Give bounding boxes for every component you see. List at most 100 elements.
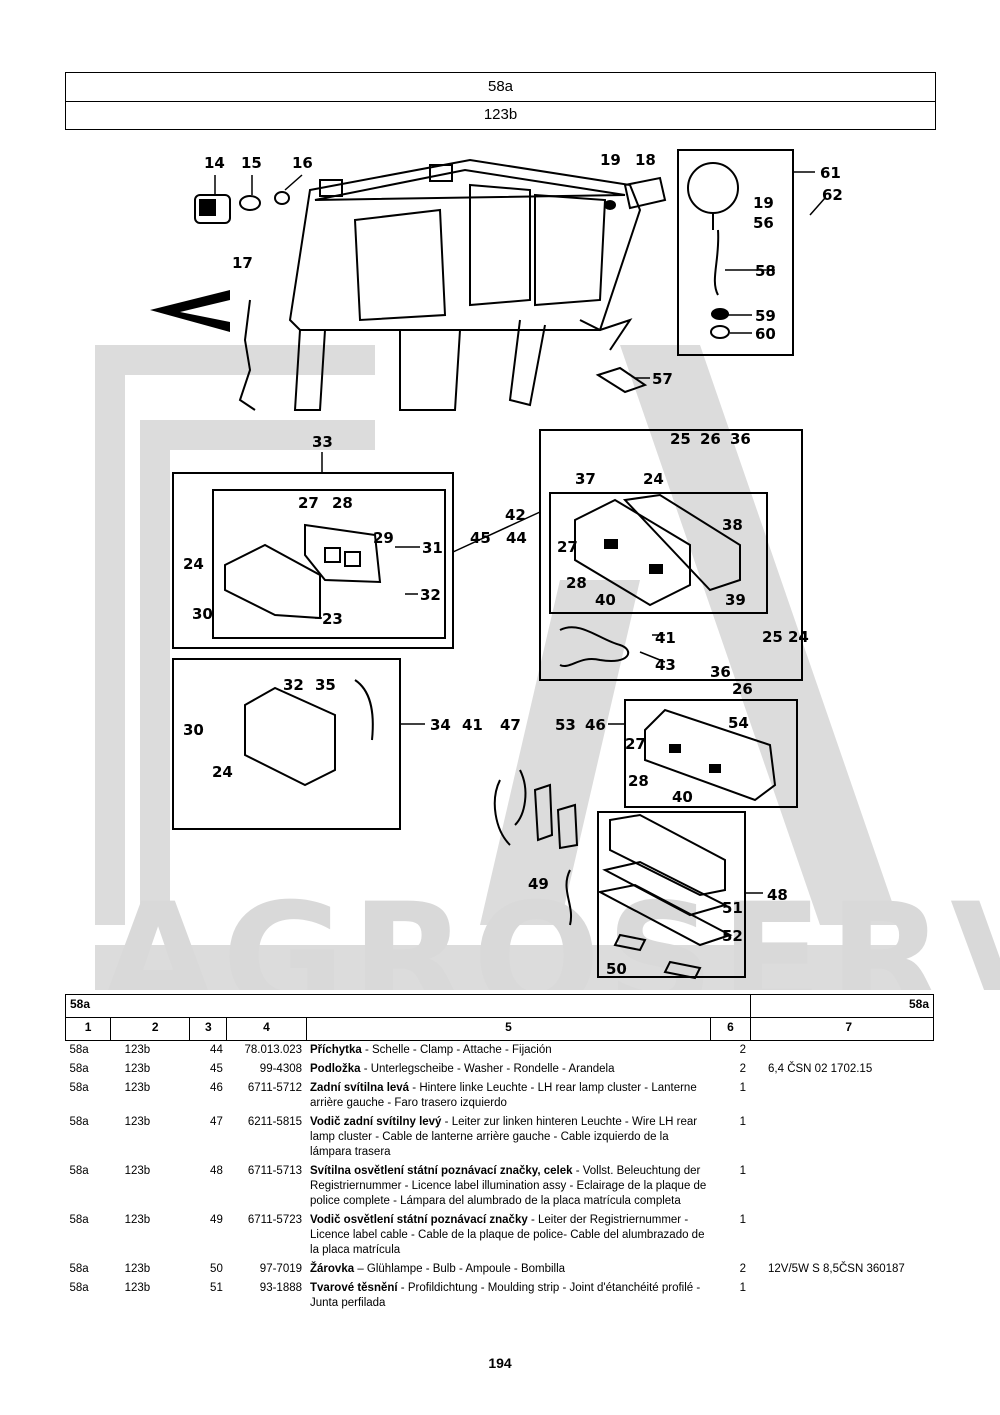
column-header: 7 xyxy=(749,1017,935,1041)
row-quantity: 1 xyxy=(739,1165,747,1177)
svg-text:46: 46 xyxy=(585,716,606,734)
watermark-logo xyxy=(95,345,905,990)
part-name: Zadní svítilna levá xyxy=(310,1082,410,1094)
row-group: 58a xyxy=(69,1165,89,1177)
wire-harness-17 xyxy=(238,299,256,411)
row-part-code: 6211-5815 xyxy=(247,1116,303,1128)
headlamp-56 xyxy=(687,162,739,339)
column-header: 1 xyxy=(64,1017,112,1041)
row-position: 47 xyxy=(210,1116,223,1128)
row-description: Vodič zadní svítilny levý - Leiter zur l… xyxy=(306,1113,711,1162)
row-part-code: 78.013.023 xyxy=(244,1044,303,1056)
row-group: 58a xyxy=(69,1116,89,1128)
row-quantity: 1 xyxy=(739,1214,747,1226)
row-part-code: 6711-5723 xyxy=(247,1214,303,1226)
row-position: 44 xyxy=(210,1044,223,1056)
svg-text:37: 37 xyxy=(575,470,596,488)
row-description: Zadní svítilna levá - Hintere linke Leuc… xyxy=(306,1079,711,1113)
svg-text:25: 25 xyxy=(762,628,783,646)
svg-text:50: 50 xyxy=(606,960,627,978)
part-name: Vodič zadní svítilny levý xyxy=(310,1116,442,1128)
svg-text:54: 54 xyxy=(728,714,749,732)
part-name: Žárovka xyxy=(310,1263,355,1275)
table-group-bar: 58a 58a xyxy=(65,994,935,1018)
row-description: Tvarové těsnění - Profildichtung - Mould… xyxy=(306,1279,711,1313)
table-group-left: 58a xyxy=(65,994,751,1018)
watermark-text: AGROSERVIS xyxy=(100,872,1000,990)
svg-text:27: 27 xyxy=(298,494,319,512)
row-part-code: 6711-5712 xyxy=(247,1082,303,1094)
row-subgroup: 123b xyxy=(124,1214,151,1226)
svg-text:25: 25 xyxy=(670,430,691,448)
row-part-code: 97-7019 xyxy=(259,1263,303,1275)
rear-lamp-38 xyxy=(574,493,741,607)
box-48 xyxy=(597,811,746,978)
svg-text:19: 19 xyxy=(753,194,774,212)
part-translations: - Leiter zur linken hinteren Leuchte - W… xyxy=(310,1116,698,1158)
row-description: Vodič osvětlení státní poznávací značky … xyxy=(306,1211,711,1260)
column-header: 6 xyxy=(710,1017,751,1041)
svg-text:28: 28 xyxy=(566,574,587,592)
rear-lamp-23 xyxy=(224,523,382,620)
row-quantity: 2 xyxy=(739,1063,747,1075)
box-33 xyxy=(172,472,454,649)
row-note: 6,4 ČSN 02 1702.15 xyxy=(768,1063,873,1075)
svg-text:60: 60 xyxy=(755,325,776,343)
table-group-right: 58a xyxy=(749,994,935,1018)
row-subgroup: 123b xyxy=(124,1263,151,1275)
svg-text:18: 18 xyxy=(635,151,656,169)
row-group: 58a xyxy=(69,1082,89,1094)
row-quantity: 1 xyxy=(739,1282,747,1294)
svg-text:26: 26 xyxy=(700,430,721,448)
rear-lamp-54 xyxy=(644,708,777,802)
svg-text:40: 40 xyxy=(595,591,616,609)
part-translations: - Vollst. Beleuchtung der Registriernumm… xyxy=(310,1165,707,1207)
row-position: 50 xyxy=(210,1263,223,1275)
column-header: 3 xyxy=(189,1017,228,1041)
row-subgroup: 123b xyxy=(124,1082,151,1094)
part-translations: - Leiter der Registriernummer - Licence … xyxy=(310,1214,705,1256)
leader-lines xyxy=(214,171,826,894)
row-group: 58a xyxy=(69,1282,89,1294)
subgroup-header: 123b xyxy=(65,101,936,130)
svg-text:51: 51 xyxy=(722,899,743,917)
svg-text:48: 48 xyxy=(767,886,788,904)
svg-text:26: 26 xyxy=(732,680,753,698)
column-header: 5 xyxy=(305,1017,712,1041)
row-quantity: 2 xyxy=(739,1044,747,1056)
row-group: 58a xyxy=(69,1063,89,1075)
svg-text:49: 49 xyxy=(528,875,549,893)
svg-text:28: 28 xyxy=(628,772,649,790)
part-name: Svítilna osvětlení státní poznávací znač… xyxy=(310,1165,573,1177)
row-subgroup: 123b xyxy=(124,1044,151,1056)
svg-text:40: 40 xyxy=(672,788,693,806)
svg-text:16: 16 xyxy=(292,154,313,172)
svg-text:61: 61 xyxy=(820,164,841,182)
row-quantity: 1 xyxy=(739,1116,747,1128)
svg-text:27: 27 xyxy=(625,735,646,753)
part-name: Tvarové těsnění xyxy=(310,1282,398,1294)
svg-text:44: 44 xyxy=(506,529,527,547)
row-group: 58a xyxy=(69,1214,89,1226)
box-32-inner xyxy=(212,489,446,639)
part-name: Podložka xyxy=(310,1063,361,1075)
part-name: Vodič osvětlení státní poznávací značky xyxy=(310,1214,528,1226)
box-37-inner xyxy=(549,492,768,614)
tractor-cab xyxy=(288,158,642,411)
part-translations: - Profildichtung - Moulding strip - Join… xyxy=(310,1282,701,1309)
svg-text:59: 59 xyxy=(755,307,776,325)
page-number: 194 xyxy=(488,1355,512,1371)
bracket-57 xyxy=(595,366,648,394)
part-translations: - Hintere linke Leuchte - LH rear lamp c… xyxy=(310,1082,697,1109)
direction-arrow xyxy=(150,290,230,332)
row-note xyxy=(750,1041,933,1061)
row-note xyxy=(750,1113,933,1162)
svg-text:31: 31 xyxy=(422,539,443,557)
svg-text:41: 41 xyxy=(462,716,483,734)
row-group: 58a xyxy=(69,1044,89,1056)
